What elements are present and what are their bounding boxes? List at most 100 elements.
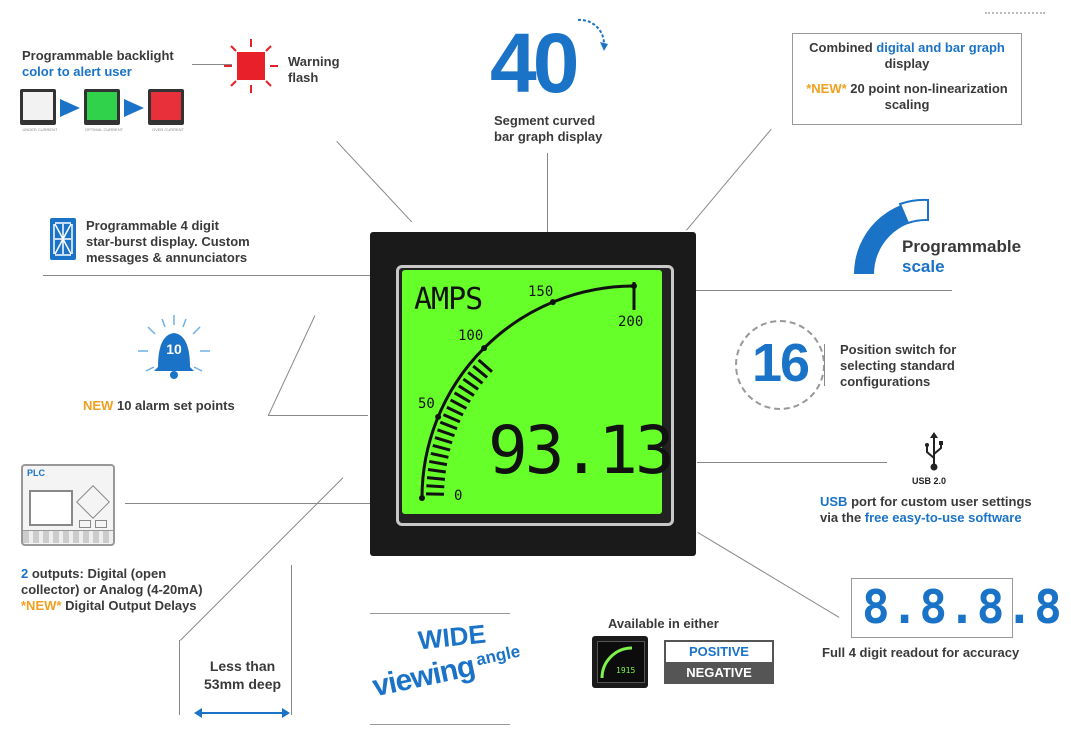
readout-box bbox=[851, 578, 1013, 638]
lcd-value: 93.13 bbox=[488, 412, 675, 489]
scale-arc-icon bbox=[848, 194, 938, 276]
new-badge: *NEW* bbox=[806, 81, 847, 96]
backlight-thumb-red bbox=[148, 89, 184, 125]
switch-caption: Position switch for selecting standard c… bbox=[840, 342, 956, 390]
connector-line bbox=[686, 128, 772, 231]
connector-line bbox=[697, 532, 840, 618]
backlight-line2: color to alert user bbox=[22, 64, 132, 79]
plc-output-count: 2 bbox=[21, 566, 29, 581]
lcd-tick-0: 0 bbox=[454, 488, 463, 504]
usb-software-link: free easy-to-use software bbox=[864, 510, 1022, 525]
connector-line bbox=[125, 503, 373, 504]
bar-graph-tick bbox=[549, 299, 556, 306]
connector-line bbox=[694, 290, 952, 291]
combined-line1: Combined bbox=[809, 40, 877, 55]
starburst-line3: messages & annunciators bbox=[86, 250, 248, 265]
segment-line1: Segment curved bbox=[494, 113, 596, 128]
segment-number: 40 bbox=[490, 16, 579, 110]
depth-caption: Less than 53mm deep bbox=[204, 657, 281, 693]
arrow-right-icon bbox=[60, 99, 80, 117]
bar-graph-tick bbox=[481, 345, 488, 352]
starburst-caption: Programmable 4 digit star-burst display.… bbox=[86, 218, 250, 266]
connector-line bbox=[697, 462, 887, 463]
connector-line bbox=[179, 640, 180, 715]
switch-line1: Position switch for bbox=[840, 342, 957, 357]
new-badge: *NEW* bbox=[21, 598, 62, 613]
connector-line bbox=[336, 141, 413, 223]
bar-segment bbox=[426, 484, 445, 489]
combined-line4: scaling bbox=[884, 97, 930, 112]
starburst-line1: Programmable 4 digit bbox=[86, 218, 219, 233]
switch-line3: configurations bbox=[840, 374, 931, 389]
plc-line3: Digital Output Delays bbox=[61, 598, 197, 613]
bar-segment bbox=[449, 398, 468, 410]
arrow-right-icon bbox=[124, 99, 144, 117]
wide-viewing-box bbox=[370, 613, 510, 725]
bar-segment bbox=[426, 476, 446, 481]
lcd-tick-50: 50 bbox=[418, 396, 435, 412]
available-title: Available in either bbox=[608, 616, 719, 631]
lcd-tick-100: 100 bbox=[458, 328, 484, 344]
lcd-bar-graph bbox=[419, 282, 637, 501]
switch-bracket bbox=[824, 344, 833, 386]
bar-segment bbox=[439, 420, 458, 431]
warning-line2: flash bbox=[288, 70, 319, 85]
backlight-connector bbox=[192, 64, 232, 65]
combined-highlight: digital and bar graph bbox=[876, 40, 1005, 55]
alarm-bell-icon bbox=[136, 313, 212, 389]
alarm-caption: NEW 10 alarm set points bbox=[83, 398, 235, 414]
lcd-tick-200: 200 bbox=[618, 314, 644, 330]
backlight-thumb-white bbox=[20, 89, 56, 125]
combined-line3: 20 point non-linearization bbox=[846, 81, 1008, 96]
usb-icon bbox=[924, 432, 944, 472]
bar-segment bbox=[430, 451, 449, 459]
backlight-line1: Programmable backlight bbox=[22, 48, 174, 63]
usb-line2: via the bbox=[820, 510, 865, 525]
bar-segment bbox=[453, 391, 471, 404]
switch-line2: selecting standard bbox=[840, 358, 955, 373]
alarm-bell-number: 10 bbox=[166, 341, 182, 357]
negative-option[interactable]: NEGATIVE bbox=[664, 662, 774, 684]
plc-line1: outputs: Digital (open bbox=[28, 566, 167, 581]
bar-segment bbox=[467, 371, 484, 385]
lcd-units: AMPS bbox=[414, 282, 483, 317]
mini-meter-icon: 1915 bbox=[592, 636, 648, 688]
arc-arrow-icon bbox=[574, 14, 614, 58]
depth-line2: 53mm deep bbox=[204, 676, 282, 692]
usb-line1: port for custom user settings bbox=[847, 494, 1032, 509]
segment-caption: Segment curved bar graph display bbox=[494, 113, 602, 145]
backlight-caption: Programmable backlight color to alert us… bbox=[22, 48, 222, 80]
scale-line2: scale bbox=[902, 257, 945, 276]
bar-graph-tick bbox=[435, 413, 442, 420]
readout-caption: Full 4 digit readout for accuracy bbox=[822, 645, 1020, 660]
combined-line2: display bbox=[884, 56, 930, 71]
starburst-icon bbox=[50, 218, 76, 260]
connector-line bbox=[547, 153, 548, 232]
connector-line bbox=[180, 477, 344, 641]
positive-option[interactable]: POSITIVE bbox=[664, 640, 774, 664]
combined-display-box: Combined digital and bar graph display *… bbox=[792, 33, 1022, 125]
scale-caption: Programmable scale bbox=[902, 237, 1021, 277]
warning-caption: Warning flash bbox=[288, 54, 340, 86]
backlight-thumb-green bbox=[84, 89, 120, 125]
bar-segment bbox=[446, 405, 464, 417]
segment-line2: bar graph display bbox=[494, 129, 603, 144]
new-badge: NEW bbox=[83, 398, 114, 413]
bar-segment bbox=[462, 377, 479, 391]
plc-device-icon: PLC bbox=[21, 464, 115, 546]
readout-digits: 8.8.8.8 bbox=[862, 580, 1063, 634]
bar-graph-tick bbox=[419, 495, 425, 501]
connector-line bbox=[268, 415, 368, 416]
connector-line bbox=[268, 315, 316, 416]
bar-segment bbox=[428, 459, 448, 467]
warning-line1: Warning bbox=[288, 54, 340, 69]
bar-segment bbox=[427, 468, 446, 474]
bar-segment bbox=[436, 428, 455, 438]
bar-segment bbox=[432, 444, 451, 452]
bar-segment bbox=[434, 436, 453, 445]
bar-graph-tick bbox=[631, 283, 637, 289]
thumb-label: UNDER CURRENT bbox=[22, 127, 58, 132]
thumb-label: OPTIMAL CURRENT bbox=[84, 127, 124, 132]
usb-label: USB 2.0 bbox=[912, 476, 947, 486]
lcd-tick-150: 150 bbox=[528, 284, 554, 300]
